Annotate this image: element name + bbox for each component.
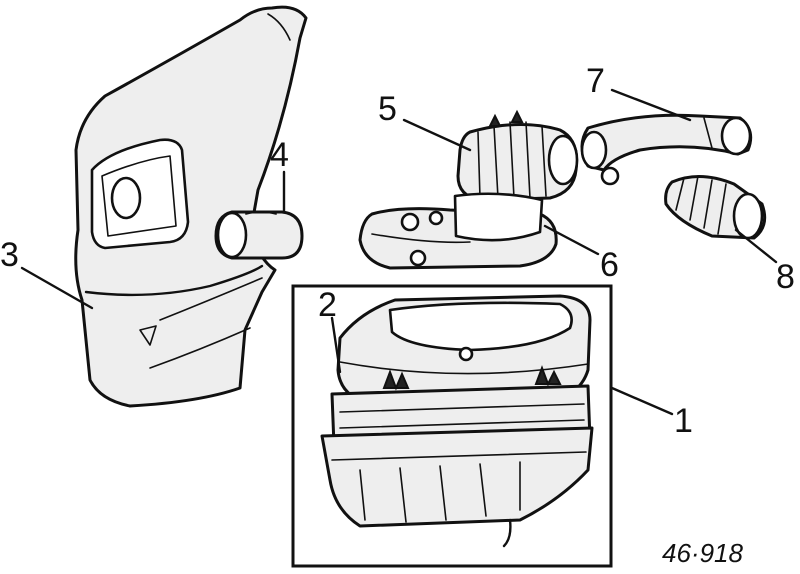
air-cleaner-lid <box>336 294 592 406</box>
air-cleaner-frame <box>291 284 613 568</box>
intake-sleeve <box>214 210 304 260</box>
air-intake-duct <box>74 5 308 408</box>
callout-7: 7 <box>586 62 605 100</box>
callout-8: 8 <box>776 258 795 296</box>
callout-5: 5 <box>378 90 397 128</box>
callout-2: 2 <box>318 286 337 324</box>
intake-pipe <box>580 113 753 186</box>
bellows-connector <box>456 109 579 202</box>
corrugated-hose <box>664 174 767 240</box>
flange-base <box>358 192 558 270</box>
air-cleaner-housing <box>320 384 594 548</box>
callout-4: 4 <box>270 136 289 174</box>
leader-lines <box>20 88 778 416</box>
callout-1: 1 <box>674 402 693 440</box>
callout-6: 6 <box>600 246 619 284</box>
diagram-reference-code: 46·918 <box>662 538 743 568</box>
callout-3: 3 <box>0 236 19 274</box>
